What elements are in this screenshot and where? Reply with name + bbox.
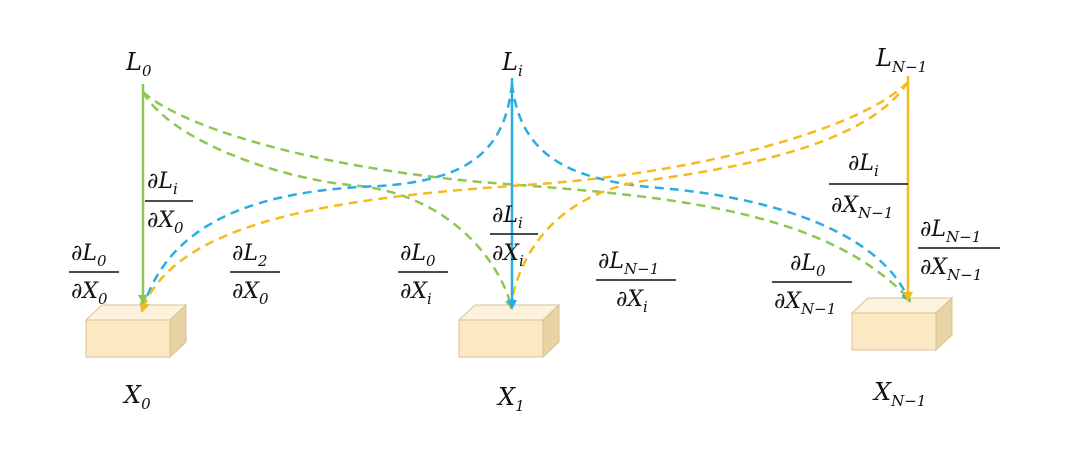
input-label-0: X0 (122, 381, 151, 413)
input-label-1: X1 (496, 383, 525, 415)
blue-dashed-curve-to-x0 (139, 83, 514, 313)
loss-label-0: L0 (125, 48, 152, 80)
svg-text:∂XN−1: ∂XN−1 (831, 193, 893, 222)
blue-dashed-curve-to-xn (510, 83, 911, 303)
gradient-fraction: ∂Li ∂Xi (490, 203, 538, 270)
orange-dashed-curve-to-x0 (140, 81, 909, 313)
input-box-1 (457, 303, 561, 359)
gradient-fraction: ∂Li ∂XN−1 (829, 151, 908, 222)
loss-label-n-1: LN−1 (875, 44, 927, 76)
input-box-n-1 (850, 296, 954, 352)
svg-text:∂LN−1: ∂LN−1 (598, 249, 659, 278)
gradient-fraction: ∂L0 ∂XN−1 (772, 251, 852, 318)
svg-text:∂Xi: ∂Xi (400, 279, 432, 308)
svg-text:∂Li: ∂Li (147, 169, 178, 198)
svg-text:∂X0: ∂X0 (147, 208, 184, 237)
gradient-fraction: ∂L0 ∂Xi (398, 241, 448, 308)
svg-text:∂LN−1: ∂LN−1 (920, 217, 981, 246)
svg-text:∂XN−1: ∂XN−1 (920, 255, 982, 284)
svg-text:∂X0: ∂X0 (71, 279, 108, 308)
gradient-fraction: ∂LN−1 ∂XN−1 (918, 217, 1000, 284)
svg-text:∂L0: ∂L0 (400, 241, 436, 270)
gradient-fraction: ∂L0 ∂X0 (69, 241, 119, 308)
input-box-0 (84, 303, 188, 359)
orange-dashed-curve-to-x1 (506, 81, 910, 310)
svg-text:∂X0: ∂X0 (232, 279, 269, 308)
svg-text:∂Li: ∂Li (492, 203, 523, 232)
green-dashed-curve-to-xn (142, 91, 912, 302)
svg-text:∂Xi: ∂Xi (616, 287, 648, 316)
svg-text:∂L2: ∂L2 (232, 241, 268, 270)
svg-text:∂L0: ∂L0 (71, 241, 107, 270)
gradient-fraction: ∂Li ∂X0 (145, 169, 193, 237)
svg-text:∂L0: ∂L0 (790, 251, 826, 280)
green-dashed-curve-to-x1 (141, 91, 515, 310)
svg-text:∂Li: ∂Li (848, 151, 879, 180)
gradient-fraction: ∂LN−1 ∂Xi (596, 249, 676, 316)
loss-label-i: Li (501, 48, 523, 80)
input-label-n-1: XN−1 (872, 378, 926, 410)
svg-text:∂XN−1: ∂XN−1 (774, 289, 836, 318)
svg-text:∂Xi: ∂Xi (492, 241, 524, 270)
gradient-fraction: ∂L2 ∂X0 (230, 241, 280, 308)
